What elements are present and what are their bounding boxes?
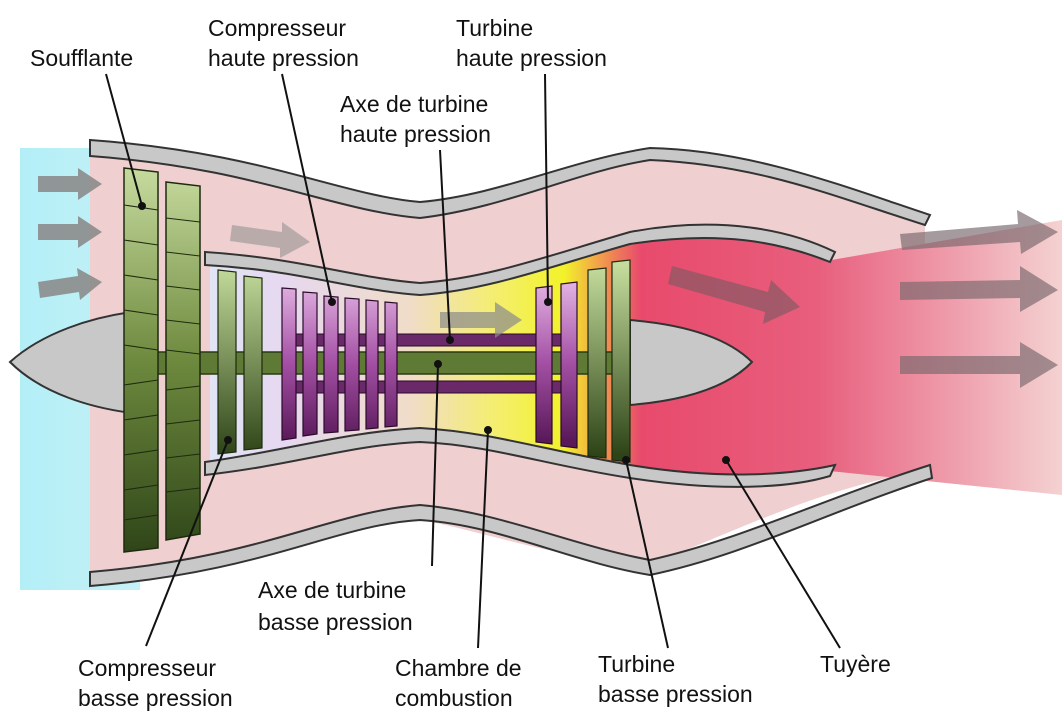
leader-lines — [105, 73, 841, 649]
hp-compressor-blades — [281, 287, 398, 441]
label-axe-haute-line2: haute pression — [340, 121, 491, 147]
labels: Soufflante Compresseur haute pression Tu… — [30, 15, 891, 711]
leader-axe-basse — [431, 363, 439, 567]
leader-turbine-haute — [544, 73, 549, 303]
exhaust-arrow-2 — [900, 266, 1058, 312]
leader-chambre — [477, 429, 489, 649]
label-axe-basse-line1: Axe de turbine — [258, 577, 406, 603]
leader-turbine-basse — [625, 459, 669, 649]
leader-axe-haute — [439, 149, 451, 341]
label-turbine-basse-line1: Turbine — [598, 651, 675, 677]
leader-soufflante — [105, 73, 143, 207]
lp-turbine-blades — [587, 259, 631, 463]
leader-tuyere — [725, 459, 841, 649]
label-cp-basse-line1: Compresseur — [78, 655, 216, 681]
intake-arrow-3 — [38, 268, 102, 300]
label-chambre-line2: combustion — [395, 685, 513, 711]
intake-arrow-1 — [38, 168, 102, 200]
hp-turbine-blades — [535, 281, 578, 449]
intake-arrow-2 — [38, 216, 102, 248]
nacelle-bottom — [89, 463, 934, 588]
exhaust-arrow-3 — [900, 342, 1058, 388]
label-cp-basse-line2: basse pression — [78, 685, 233, 711]
fan-blade-segments — [123, 204, 201, 521]
core-casing-top — [204, 223, 837, 297]
label-turbine-haute-line2: haute pression — [456, 45, 607, 71]
fan-blades — [123, 167, 201, 553]
label-axe-haute-line1: Axe de turbine — [340, 91, 488, 117]
leader-cp-basse — [145, 439, 229, 647]
label-tuyere: Tuyère — [820, 651, 891, 677]
lp-compressor-blades — [217, 269, 263, 455]
label-turbine-haute-line1: Turbine — [456, 15, 533, 41]
label-cp-haute-line2: haute pression — [208, 45, 359, 71]
exhaust-arrow-1 — [900, 210, 1058, 254]
flow-arrows — [38, 168, 1058, 388]
label-turbine-basse-line2: basse pression — [598, 681, 753, 707]
label-soufflante: Soufflante — [30, 45, 133, 71]
leader-cp-haute — [281, 73, 333, 303]
core-casing-bottom — [204, 426, 837, 488]
label-axe-basse-line2: basse pression — [258, 609, 413, 635]
tail-cone — [629, 318, 754, 407]
nacelle-top — [89, 138, 932, 227]
label-chambre-line1: Chambre de — [395, 655, 522, 681]
core-arrow — [440, 302, 522, 338]
exhaust-arrow-core — [668, 266, 800, 324]
bypass-arrow — [230, 222, 310, 258]
label-cp-haute-line1: Compresseur — [208, 15, 346, 41]
